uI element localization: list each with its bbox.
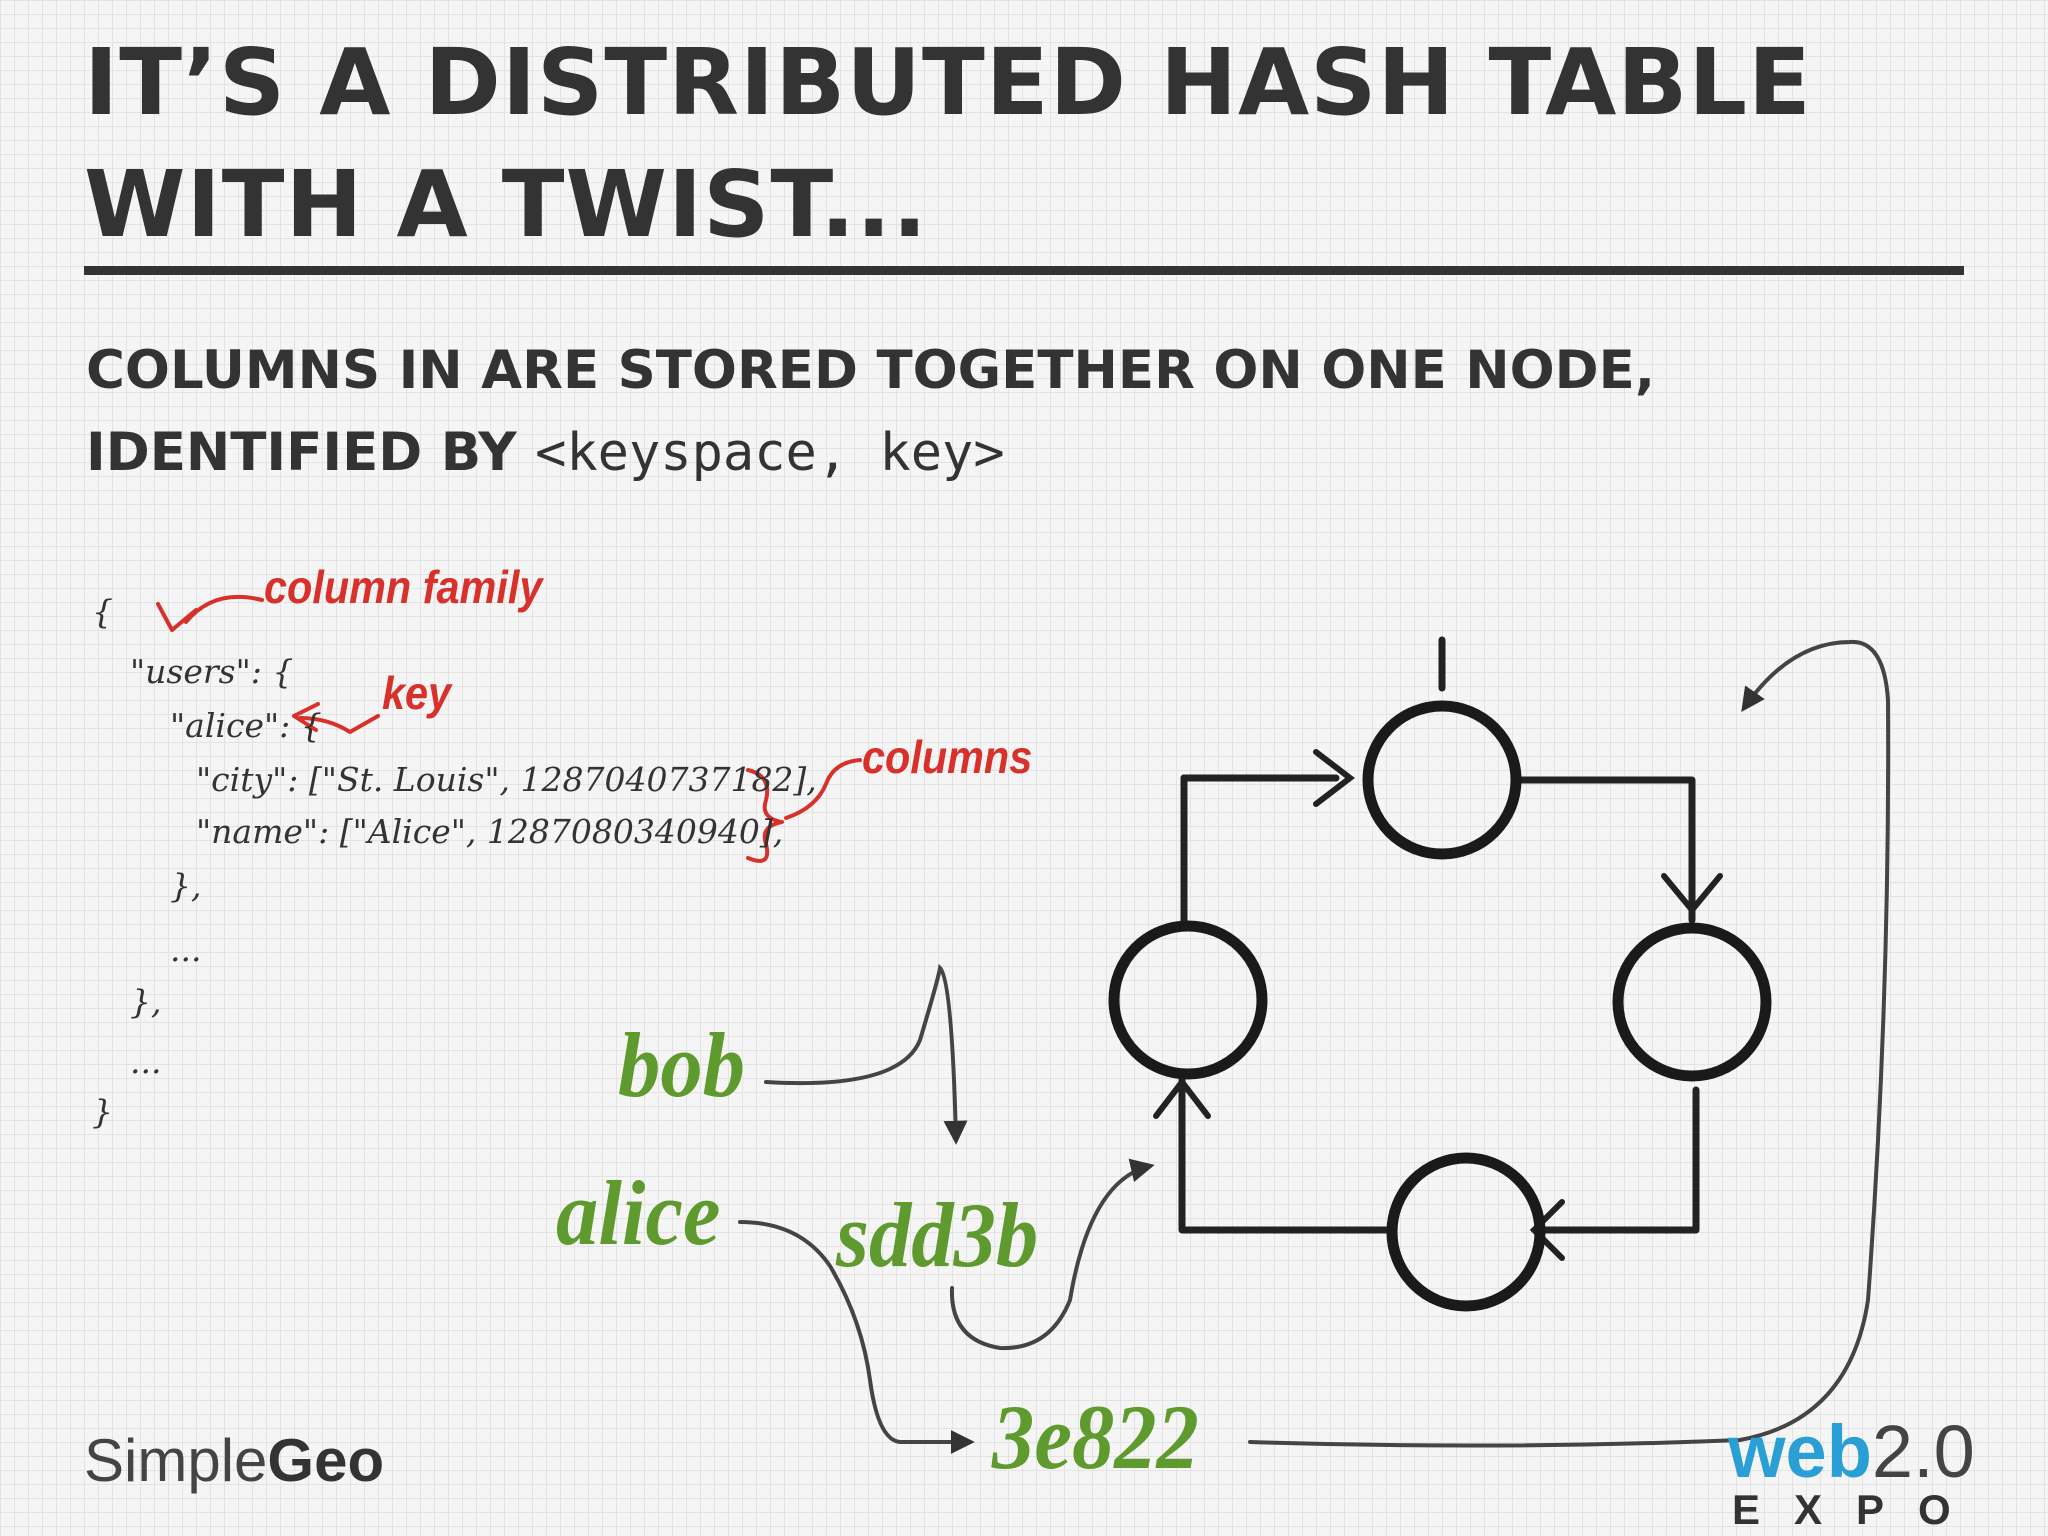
subtitle-line-1: COLUMNS IN ARE STORED TOGETHER ON ONE NO… [86, 340, 1656, 401]
web20-wordmark: web2.0 [1728, 1412, 1975, 1492]
code-line: } [92, 1092, 113, 1131]
keyspace-key-code: <keyspace, key> [535, 423, 1005, 483]
version-number: 2.0 [1871, 1410, 1975, 1493]
sdd3b-arrow [949, 1158, 1155, 1351]
node-bottom [1386, 1152, 1546, 1312]
e822-arrow [1248, 639, 1891, 1448]
ring-path [1178, 636, 1700, 1234]
code-line: }, [170, 866, 202, 905]
hash-label-3e822: 3e822 [992, 1386, 1199, 1488]
code-line: }, [130, 982, 162, 1021]
node-right [1612, 922, 1772, 1082]
ring-nodes [1108, 700, 1772, 1312]
subtitle-line-2: IDENTIFIED BY <keyspace, key> [86, 412, 1655, 494]
subtitle-identified-by: IDENTIFIED BY [86, 422, 536, 483]
code-line: "users": { [130, 652, 294, 691]
web-word: web [1728, 1410, 1872, 1493]
expo-word: EXPO [1732, 1486, 1985, 1533]
bob-arrow [764, 963, 968, 1145]
slide-subtitle: COLUMNS IN ARE STORED TOGETHER ON ONE NO… [86, 330, 1655, 494]
title-divider [84, 266, 1964, 275]
simplegeo-light: Simple [84, 1427, 268, 1494]
simplegeo-bold: Geo [267, 1427, 385, 1494]
annotation-columns: columns [862, 731, 1033, 783]
annotation-column-family: column family [264, 561, 543, 613]
columns-brace [746, 768, 784, 863]
code-line: "city": ["St. Louis", 1287040737182], [196, 760, 817, 799]
hash-label-bob: bob [618, 1014, 745, 1116]
ring-arrowheads [1153, 749, 1723, 1261]
annotation-key: key [382, 667, 452, 719]
key-arrow [298, 714, 380, 734]
alice-arrow [738, 1220, 975, 1454]
code-line: { [92, 592, 113, 631]
code-line: ... [170, 930, 202, 969]
node-top [1362, 700, 1522, 860]
title-line-2: WITH A TWIST... [84, 151, 929, 258]
hash-label-sdd3b: sdd3b [836, 1184, 1039, 1286]
code-line: "alice": { [170, 706, 322, 745]
node-left [1108, 920, 1268, 1080]
hash-label-alice: alice [556, 1162, 721, 1264]
key-arrowhead [292, 702, 320, 732]
annotation-arrows [156, 594, 862, 863]
code-line: "name": ["Alice", 1287080340940], [196, 812, 784, 851]
slide-title: IT’S A DISTRIBUTED HASH TABLE WITH A TWI… [84, 22, 1812, 266]
column-family-arrowhead [156, 602, 198, 632]
hash-arrows [738, 639, 1891, 1454]
simplegeo-logo: SimpleGeo [84, 1426, 384, 1495]
code-line: ... [130, 1042, 162, 1081]
title-line-1: IT’S A DISTRIBUTED HASH TABLE [84, 29, 1812, 136]
columns-arrow [784, 758, 862, 820]
